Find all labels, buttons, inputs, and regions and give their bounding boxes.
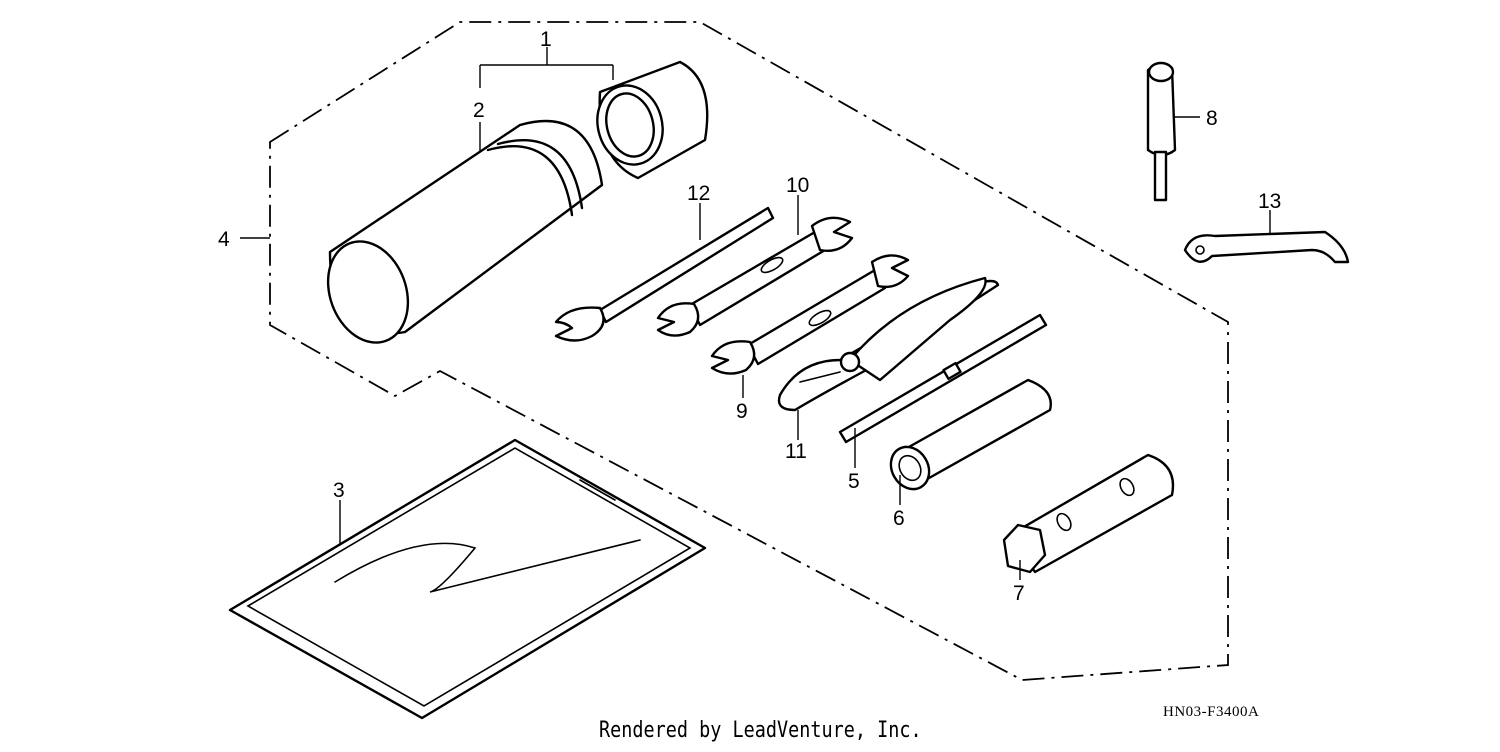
open-end-wrench-9 — [710, 254, 910, 375]
callout-4: 4 — [218, 228, 230, 251]
callout-7: 7 — [1013, 582, 1025, 605]
callout-5: 5 — [848, 470, 860, 493]
callout-6: 6 — [893, 507, 905, 530]
screwdriver-handle — [889, 378, 1052, 491]
tool-bag-cylinder — [326, 119, 604, 344]
callout-8: 8 — [1206, 107, 1218, 130]
combination-wrench-12 — [554, 206, 775, 342]
callout-1: 1 — [540, 28, 552, 51]
render-credit: Rendered by LeadVenture, Inc. — [599, 718, 922, 743]
spanner-hook — [1183, 230, 1350, 264]
open-end-wrench-10 — [656, 216, 854, 337]
tool-bag-cap — [596, 60, 709, 180]
owners-manual-bag — [228, 438, 707, 720]
screwdriver-grip — [1146, 61, 1177, 202]
callout-labels: 1 2 3 4 5 6 7 8 9 10 11 12 13 — [218, 28, 1281, 605]
callout-9: 9 — [736, 400, 748, 423]
callout-3: 3 — [333, 479, 345, 502]
callout-2: 2 — [473, 99, 485, 122]
callout-12: 12 — [687, 182, 710, 205]
callout-10: 10 — [786, 174, 809, 197]
screwdriver — [838, 313, 1048, 444]
leader-lines — [240, 47, 1271, 580]
callout-13: 13 — [1258, 190, 1281, 213]
drawing-code: HN03-F3400A — [1163, 704, 1260, 720]
callout-11: 11 — [785, 440, 807, 463]
spark-plug-wrench — [1002, 453, 1175, 574]
pliers — [777, 276, 1000, 412]
